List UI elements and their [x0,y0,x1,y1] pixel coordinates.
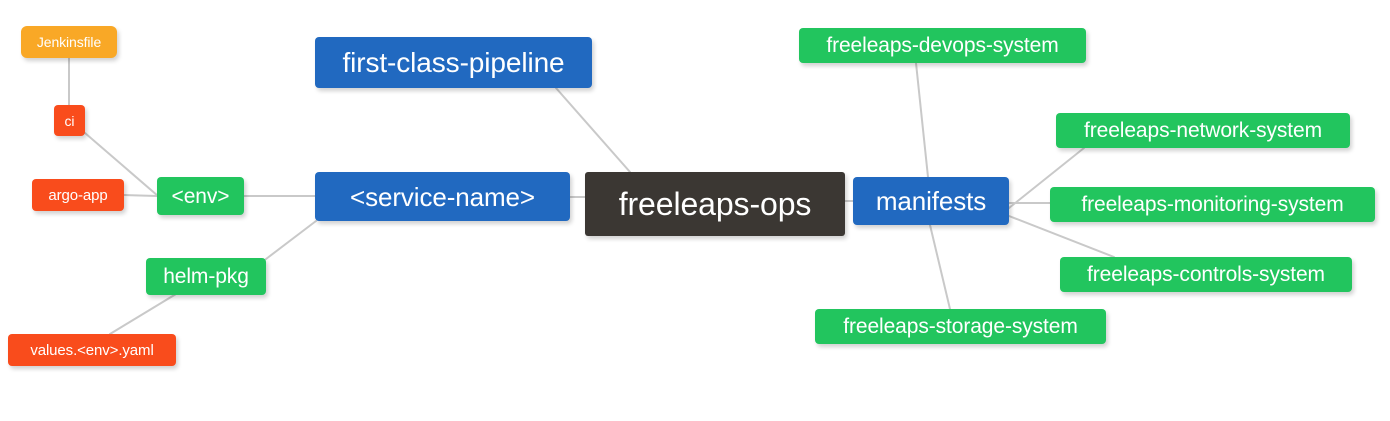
node-freeleaps-ops[interactable]: freeleaps-ops [585,172,845,236]
node-label: freeleaps-controls-system [1087,263,1325,286]
node-label: freeleaps-monitoring-system [1081,193,1344,216]
edge-argo-app-to-env [123,194,158,197]
node-freeleaps-controls-system[interactable]: freeleaps-controls-system [1060,257,1352,292]
edge-manifests-to-freeleaps-storage-system [929,224,951,310]
node-label: freeleaps-devops-system [826,34,1059,57]
node-label: freeleaps-ops [618,186,812,222]
node-freeleaps-monitoring-system[interactable]: freeleaps-monitoring-system [1050,187,1375,222]
node-service-name[interactable]: <service-name> [315,172,570,221]
edge-service-name-to-helm-pkg [265,220,317,260]
edge-first-class-pipeline-to-freeleaps-ops [555,87,631,173]
edge-helm-pkg-to-values-env-yaml [109,293,177,335]
node-label: helm-pkg [163,265,249,288]
node-ci[interactable]: ci [54,105,85,136]
node-label: freeleaps-storage-system [843,315,1078,338]
node-label: values.<env>.yaml [30,341,154,359]
node-label: argo-app [48,186,108,204]
node-label: manifests [875,186,987,216]
node-jenkinsfile[interactable]: Jenkinsfile [21,26,117,58]
edge-manifests-to-freeleaps-controls-system [1008,215,1115,258]
node-freeleaps-devops-system[interactable]: freeleaps-devops-system [799,28,1086,63]
node-label: Jenkinsfile [36,34,102,50]
node-label: <env> [171,184,230,208]
node-argo-app[interactable]: argo-app [32,179,124,211]
edge-manifests-to-freeleaps-devops-system [915,62,929,178]
node-manifests[interactable]: manifests [853,177,1009,225]
node-label: <service-name> [349,181,536,212]
node-helm-pkg[interactable]: helm-pkg [146,258,266,295]
node-first-class-pipeline[interactable]: first-class-pipeline [315,37,592,88]
node-env[interactable]: <env> [157,177,244,215]
node-label: freeleaps-network-system [1083,119,1322,142]
node-label: ci [64,112,75,129]
node-label: first-class-pipeline [342,46,565,78]
node-freeleaps-storage-system[interactable]: freeleaps-storage-system [815,309,1106,344]
node-freeleaps-network-system[interactable]: freeleaps-network-system [1056,113,1350,148]
node-values-env-yaml[interactable]: values.<env>.yaml [8,334,176,366]
